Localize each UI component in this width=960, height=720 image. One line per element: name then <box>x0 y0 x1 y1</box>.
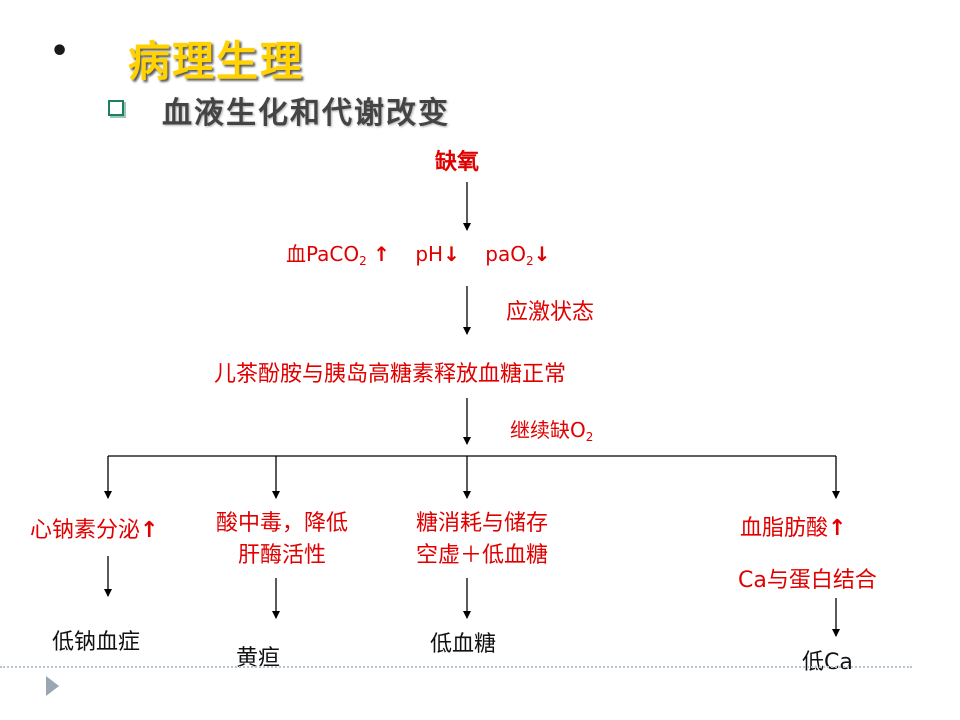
branch-4-cause-line1: 血脂肪酸↑ <box>740 516 847 541</box>
branch-4-cause-line2: Ca与蛋白结合 <box>738 568 877 593</box>
paco2-label: 血PaCO <box>286 242 360 266</box>
up-arrow-icon: ↑ <box>373 242 390 266</box>
branch-3-line2: 空虚＋低血糖 <box>415 543 549 568</box>
branch-1-result: 低钠血症 <box>52 630 141 655</box>
branch-2-line2: 肝酶活性 <box>237 543 327 568</box>
branch-2-line1: 酸中毒，降低 <box>215 511 349 536</box>
node-blood-gas: 血PaCO2 ↑ pH↓ paO2↓ <box>286 238 550 268</box>
continue-hypoxia-note: 继续缺O2 <box>510 414 593 444</box>
branch-4-result: 低Ca <box>802 650 853 675</box>
title-bullet: • <box>50 34 70 69</box>
ph-label: pH <box>415 242 444 266</box>
continue-sub: 2 <box>585 430 594 444</box>
up-arrow-icon: ↑ <box>140 518 159 543</box>
down-arrow-icon: ↓ <box>443 242 460 266</box>
branch-3-cause: 糖消耗与储存 空虚＋低血糖 <box>416 508 548 572</box>
node-hypoxia: 缺氧 <box>435 150 480 175</box>
pao2-label: paO <box>485 242 526 266</box>
slide-title: 病理生理 <box>128 37 305 86</box>
node-hormones: 儿茶酚胺与胰岛高糖素释放血糖正常 <box>214 362 567 387</box>
up-arrow-icon: ↑ <box>828 516 847 541</box>
down-arrow-icon: ↓ <box>533 242 551 266</box>
branch-3-result: 低血糖 <box>430 632 497 657</box>
next-slide-icon[interactable] <box>46 676 59 696</box>
footer-divider <box>0 666 912 668</box>
slide-subtitle: 血液生化和代谢改变 <box>162 96 450 131</box>
stress-note: 应激状态 <box>506 300 595 325</box>
continue-label: 继续缺O <box>510 418 586 442</box>
branch-3-line1: 糖消耗与储存 <box>415 511 549 536</box>
paco2-sub: 2 <box>359 254 367 268</box>
pao2-sub: 2 <box>525 254 534 268</box>
branch-1-cause: 心钠素分泌↑ <box>30 518 159 543</box>
checkbox-bullet-icon <box>108 100 124 116</box>
branch-2-cause: 酸中毒，降低 肝酶活性 <box>216 508 348 572</box>
